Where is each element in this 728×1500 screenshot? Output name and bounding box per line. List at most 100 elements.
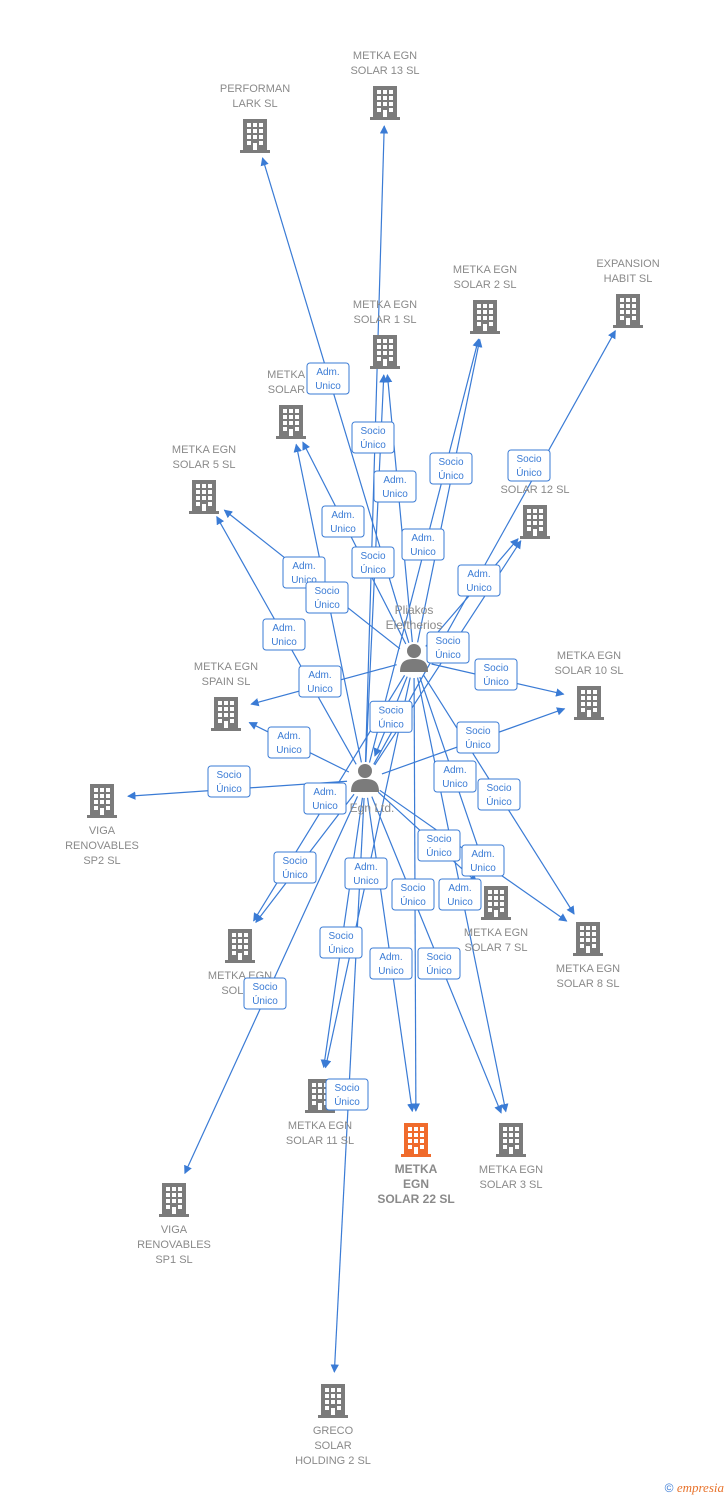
- node-label: RENOVABLES: [137, 1239, 211, 1251]
- relation-badge[interactable]: Adm.Unico: [298, 665, 342, 698]
- node-label: HABIT SL: [604, 273, 653, 285]
- badge-text: Único: [328, 943, 354, 956]
- badge-text: Adm.: [313, 787, 336, 798]
- badge-text: Socio: [314, 586, 339, 597]
- relation-badge[interactable]: Adm. Unico: [433, 760, 477, 793]
- badge-text: Unico: [447, 897, 473, 908]
- node-label: SOLAR 2 SL: [454, 279, 517, 291]
- badges-layer: Adm.UnicoSocioÚnicoAdm.UnicoSocioÚnicoAd…: [207, 362, 551, 1111]
- relation-badge[interactable]: Adm.Unico: [369, 947, 413, 980]
- node-metka_ltd[interactable]: a- Egn Ltd.: [336, 764, 395, 815]
- edge-pliakos-s6: [302, 441, 407, 645]
- relation-badge[interactable]: Adm.Unico: [457, 564, 501, 597]
- relation-badge[interactable]: Adm.Unico: [262, 618, 306, 651]
- building-icon: [496, 1123, 526, 1157]
- node-label: SOLAR: [314, 1440, 351, 1452]
- relation-badge[interactable]: Adm. Unico: [438, 878, 482, 911]
- badge-text: Unico: [470, 863, 496, 874]
- node-label: SOLAR 5 SL: [173, 459, 236, 471]
- node-label: SOLAR 11 SL: [286, 1135, 354, 1147]
- building-icon: [318, 1384, 348, 1418]
- node-label: a- Egn Ltd.: [336, 801, 395, 815]
- badge-text: Adm.: [411, 533, 434, 544]
- badge-text: Único: [486, 795, 512, 808]
- badge-text: Único: [435, 648, 461, 661]
- badge-text: Unico: [382, 489, 408, 500]
- relation-badge[interactable]: Adm.Unico: [306, 362, 350, 395]
- node-label: METKA EGN: [353, 299, 417, 311]
- building-icon: [225, 929, 255, 963]
- badge-text: Socio: [328, 931, 353, 942]
- badge-text: Socio: [483, 663, 508, 674]
- building-icon: [276, 405, 306, 439]
- node-label: SOLAR 12 SL: [500, 484, 569, 496]
- badge-text: Único: [360, 563, 386, 576]
- relation-badge[interactable]: Adm.Unico: [373, 470, 417, 503]
- badge-text: Unico: [291, 575, 317, 586]
- badge-text: Unico: [442, 779, 468, 790]
- node-label: SOLAR 13 SL: [350, 65, 419, 77]
- relation-badge[interactable]: Adm.Unico: [321, 505, 365, 538]
- badge-text: Único: [465, 738, 491, 751]
- relation-badge[interactable]: Adm.Unico: [461, 844, 505, 877]
- node-label: Eleftherios: [386, 618, 443, 632]
- building-icon: [87, 784, 117, 818]
- building-icon: [189, 480, 219, 514]
- node-label: METKA E: [267, 369, 315, 381]
- badge-text: Único: [360, 438, 386, 451]
- relation-badge[interactable]: Adm.Unico: [401, 528, 445, 561]
- badge-text: Adm.: [443, 765, 466, 776]
- relation-badge[interactable]: Adm.Unico: [267, 726, 311, 759]
- empresia-logo[interactable]: empresia: [676, 1480, 724, 1495]
- node-label: SP2 SL: [83, 855, 120, 867]
- person-icon: [400, 644, 428, 672]
- badge-text: Unico: [330, 524, 356, 535]
- badge-text: Socio: [334, 1083, 359, 1094]
- badge-text: Adm.: [448, 883, 471, 894]
- node-label: VIGA: [89, 825, 116, 837]
- building-icon: [574, 686, 604, 720]
- relation-badge[interactable]: Adm.Unico: [282, 556, 326, 589]
- relation-badge[interactable]: Adm.Unico: [303, 782, 347, 815]
- badge-text: Socio: [360, 551, 385, 562]
- relation-badge[interactable]: Adm.Unico: [344, 857, 388, 890]
- badge-text: Socio: [282, 856, 307, 867]
- badge-text: Adm.: [354, 862, 377, 873]
